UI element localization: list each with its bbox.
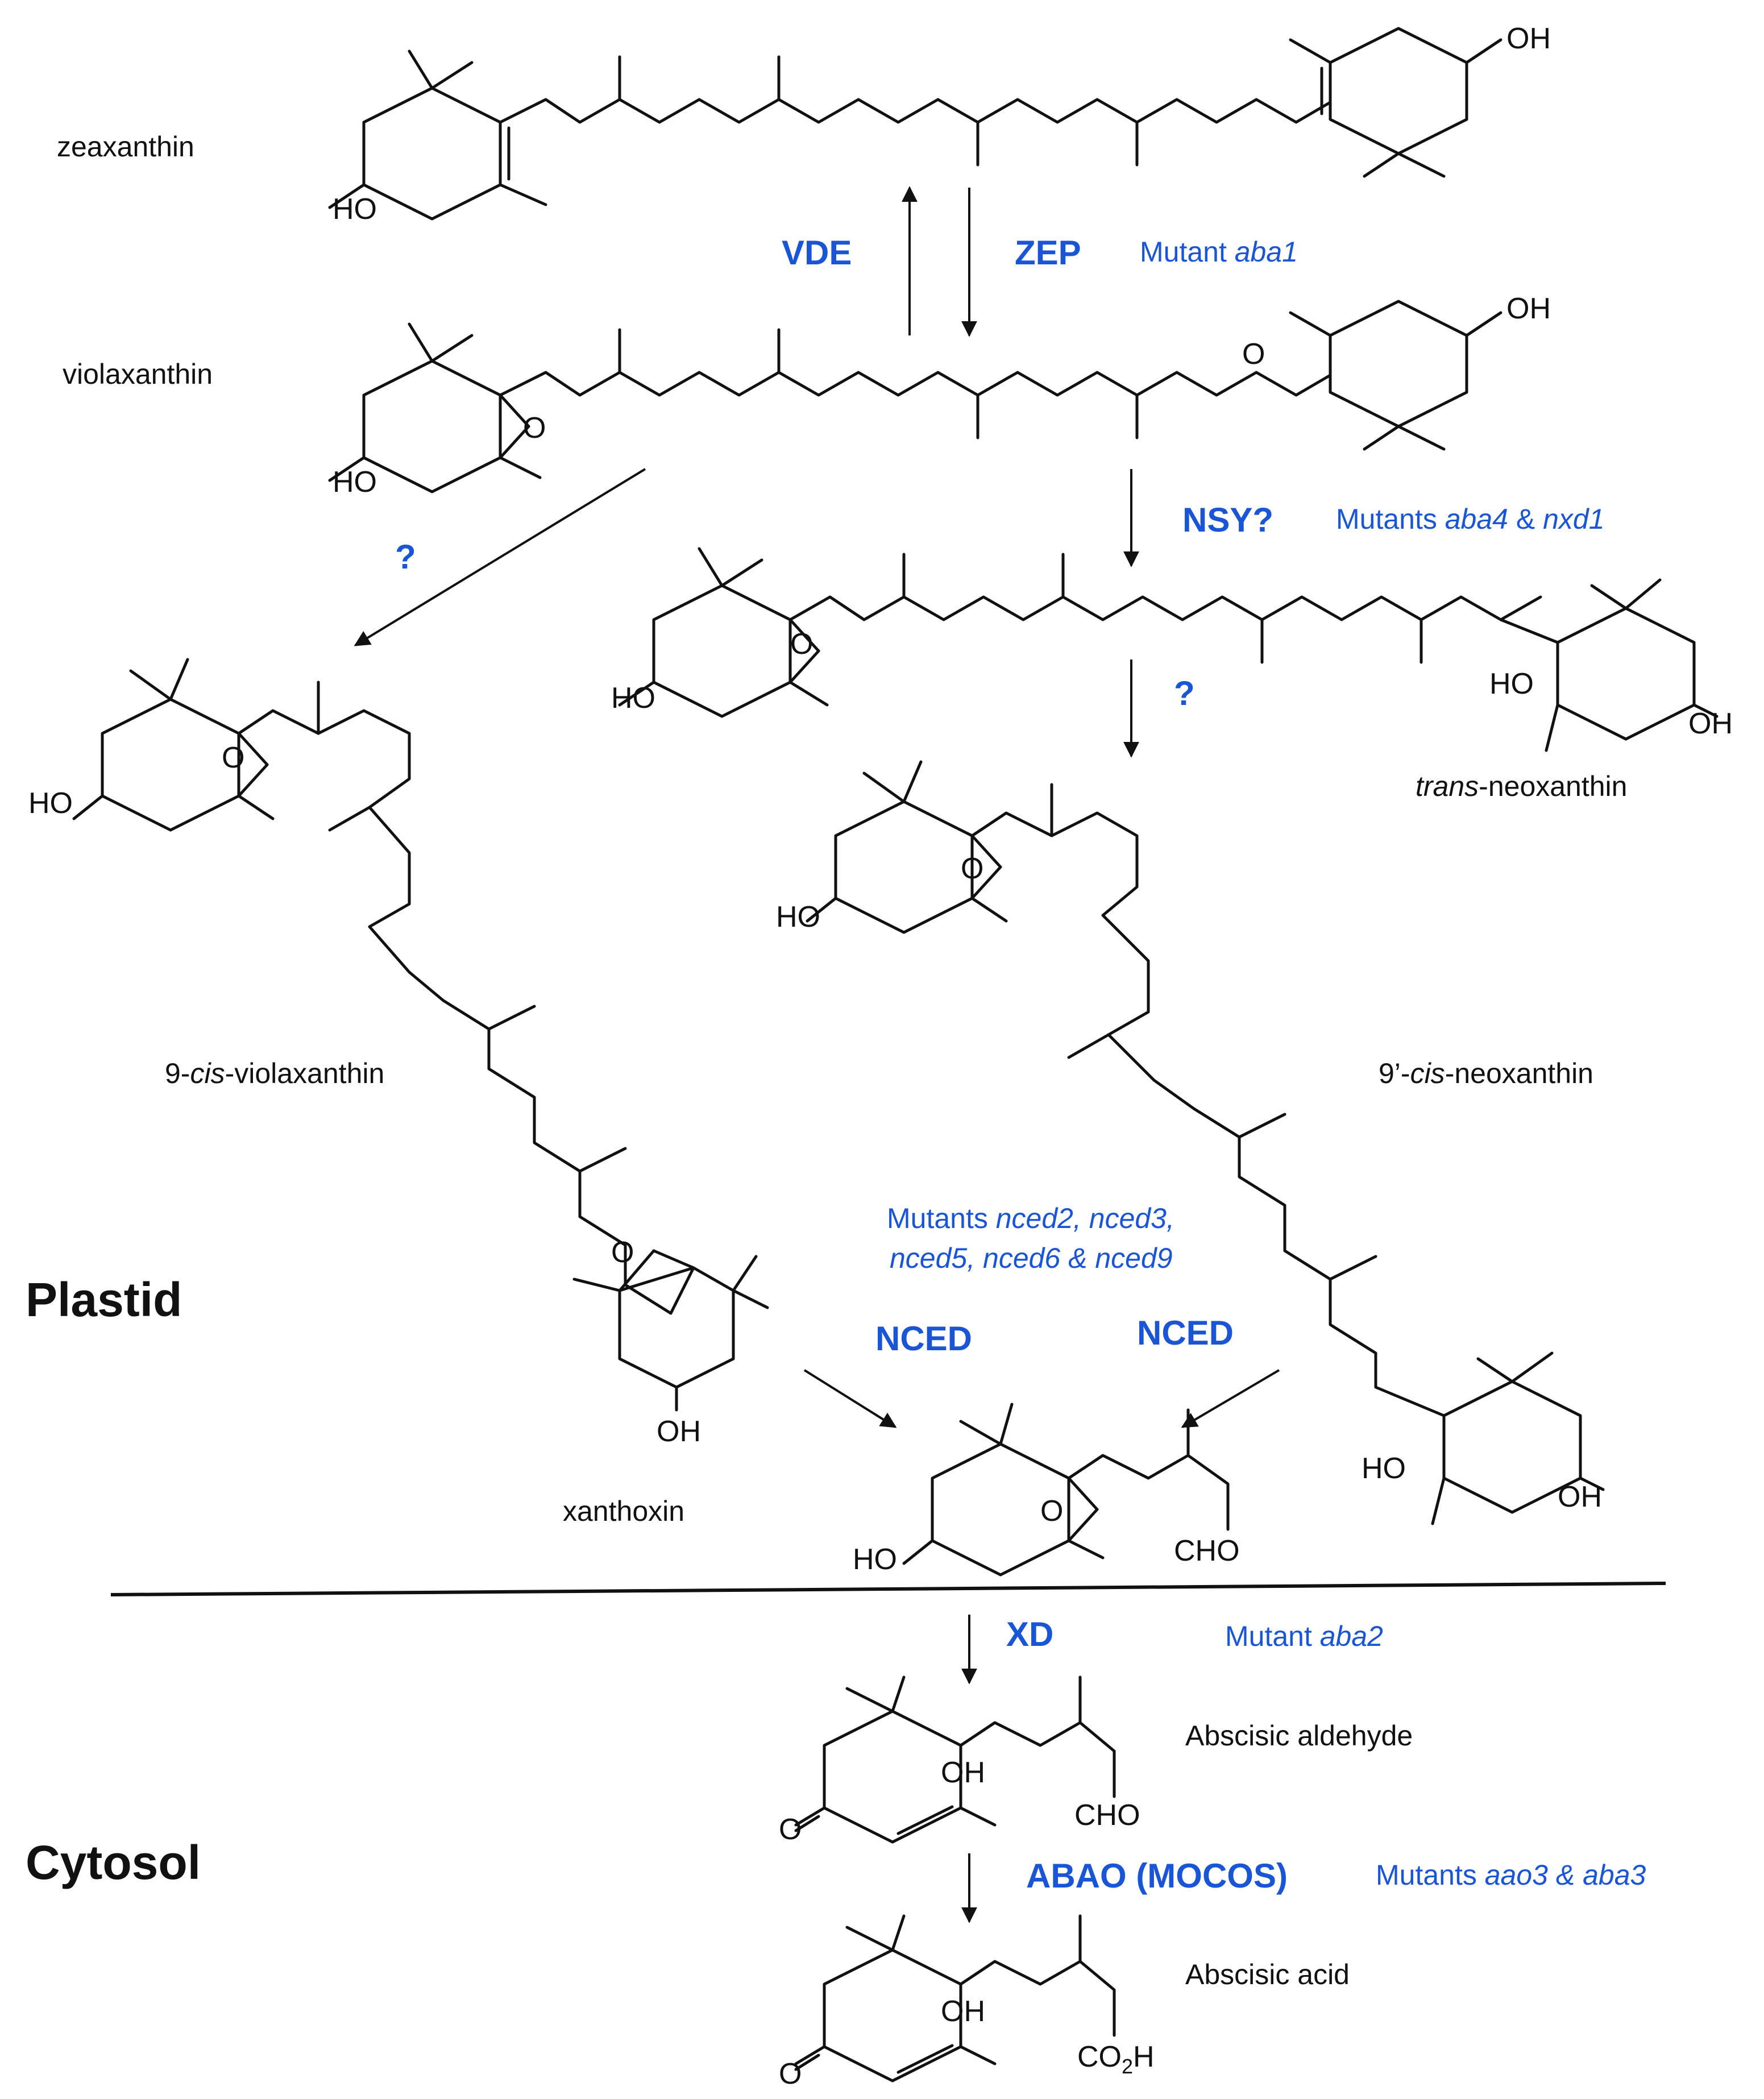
abao-label: ABAO (MOCOS): [1026, 1857, 1288, 1895]
unknown-enzyme-1-label: ?: [395, 538, 416, 576]
zep-label: ZEP: [1015, 234, 1081, 272]
abscisic-acid-label: Abscisic acid: [1185, 1959, 1350, 1990]
zeaxanthin-ho-left: HO: [333, 193, 377, 226]
9-prime-cis-neoxanthin-ho-right: HO: [1362, 1452, 1406, 1485]
nced-left-arrow: [803, 1369, 897, 1428]
trans-neoxanthin-ho-left: HO: [611, 682, 655, 715]
xanthoxin-epoxide-o: O: [1040, 1495, 1063, 1528]
nced-left-label: NCED: [875, 1320, 972, 1358]
abscisic-acid-co2h: CO2H: [1077, 2040, 1155, 2078]
nced-mutants-line2: nced5, nced6 & nced9: [890, 1242, 1173, 1274]
abscisic-aldehyde-cho: CHO: [1074, 1799, 1140, 1832]
trans-neoxanthin-ho-right: HO: [1489, 667, 1534, 700]
xanthoxin-ho: HO: [853, 1543, 897, 1576]
violaxanthin-epoxide-o-right: O: [1242, 338, 1265, 371]
abscisic-acid-ketone-o: O: [779, 2057, 802, 2090]
xanthoxin-label: xanthoxin: [563, 1495, 684, 1527]
violaxanthin-ho-left: HO: [333, 466, 377, 499]
violaxanthin-oh-right: OH: [1506, 292, 1551, 325]
plastid-cytosol-divider: [110, 1582, 1666, 1596]
cytosol-label: Cytosol: [26, 1836, 201, 1889]
nced-right-label: NCED: [1137, 1314, 1234, 1352]
nced-right-arrow: [1181, 1369, 1280, 1428]
aba2-mutant-label: Mutant aba2: [1225, 1620, 1383, 1652]
nsy-label: NSY?: [1182, 501, 1273, 539]
aba1-mutant-label: Mutant aba1: [1140, 236, 1298, 268]
xanthoxin-structure: [902, 1403, 1230, 1577]
abscisic-aldehyde-oh: OH: [941, 1756, 985, 1789]
nced-mutants-line1: Mutants nced2, nced3,: [887, 1202, 1174, 1234]
violaxanthin-structure: [328, 300, 1502, 493]
abscisic-acid-structure: [794, 1914, 1116, 2083]
9-cis-violaxanthin-end-oh: OH: [657, 1415, 701, 1448]
9-prime-cis-neoxanthin-epoxide-o: O: [961, 852, 983, 885]
trans-neoxanthin-oh-right: OH: [1688, 707, 1733, 740]
9-prime-cis-neoxanthin-oh-right: OH: [1558, 1480, 1602, 1513]
xd-label: XD: [1006, 1615, 1053, 1653]
violaxanthin-epoxide-o-left: O: [523, 412, 546, 445]
violaxanthin-to-9cis-arrow: [354, 468, 646, 646]
9-prime-cis-neoxanthin-label: 9’-cis-neoxanthin: [1379, 1057, 1593, 1089]
9-cis-violaxanthin-epoxide-o: O: [222, 741, 244, 774]
aba4-nxd1-mutant-label: Mutants aba4 & nxd1: [1336, 503, 1605, 535]
trans-neoxanthin-structure: [618, 547, 1719, 752]
trans-neoxanthin-epoxide-o: O: [790, 628, 813, 661]
zeaxanthin-structure: [328, 27, 1502, 221]
abscisic-acid-oh: OH: [941, 1995, 985, 2028]
zeaxanthin-label: zeaxanthin: [57, 131, 194, 163]
plastid-label: Plastid: [26, 1273, 182, 1326]
zeaxanthin-oh-right: OH: [1506, 22, 1551, 55]
aao3-aba3-mutant-label: Mutants aao3 & aba3: [1376, 1859, 1646, 1891]
abscisic-aldehyde-structure: [794, 1675, 1116, 1844]
xanthoxin-cho: CHO: [1174, 1534, 1240, 1567]
9-cis-violaxanthin-end-epoxide-o: O: [611, 1236, 634, 1269]
trans-neoxanthin-label: trans-neoxanthin: [1416, 770, 1627, 802]
9-cis-violaxanthin-ho: HO: [28, 787, 73, 820]
abscisic-aldehyde-ketone-o: O: [779, 1813, 802, 1846]
9-cis-violaxanthin-structure: [72, 658, 673, 1315]
9-prime-cis-neoxanthin-structure: [806, 760, 1605, 1525]
abscisic-aldehyde-label: Abscisic aldehyde: [1185, 1720, 1413, 1752]
violaxanthin-label: violaxanthin: [63, 358, 213, 390]
9-cis-violaxanthin-label: 9-cis-violaxanthin: [165, 1057, 384, 1089]
9-prime-cis-neoxanthin-ho-left: HO: [776, 901, 820, 934]
9-cis-violaxanthin-end-ring: [572, 1249, 769, 1412]
vde-label: VDE: [782, 234, 852, 272]
unknown-enzyme-2-label: ?: [1174, 674, 1195, 712]
